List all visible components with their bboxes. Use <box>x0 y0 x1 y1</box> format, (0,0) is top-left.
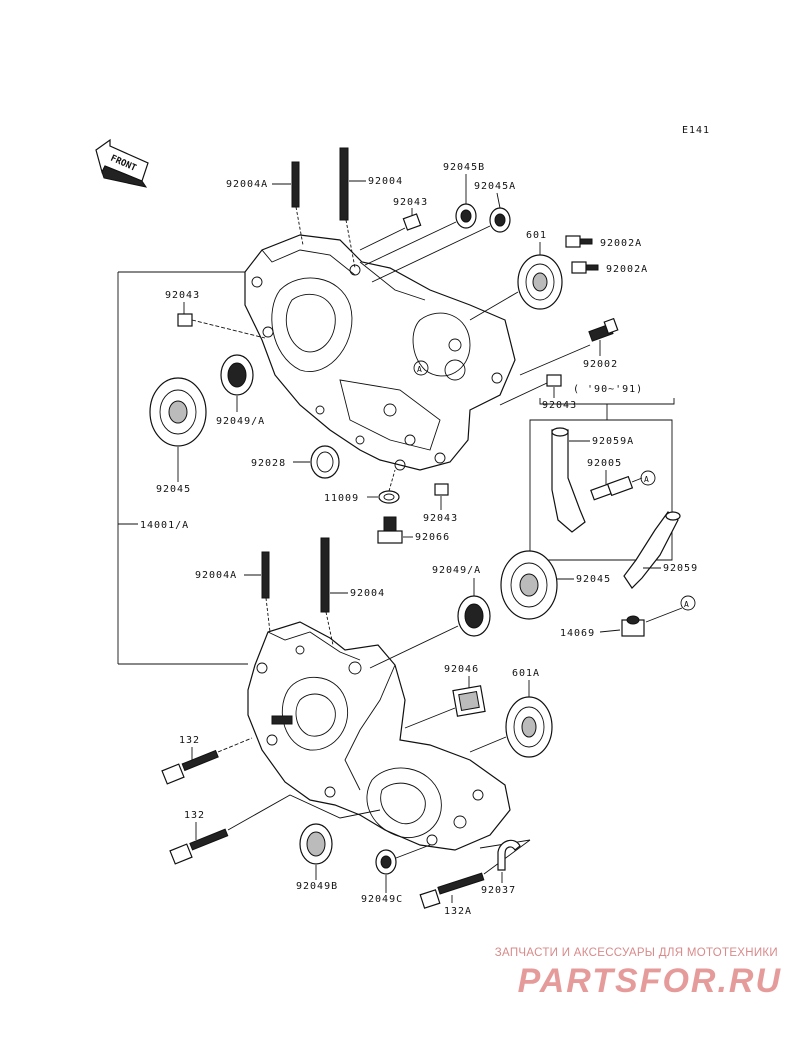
ref-a-case: A <box>417 365 422 374</box>
bolt-132A <box>419 872 485 909</box>
bolt-132-lower <box>169 828 229 865</box>
label-92037: 92037 <box>481 885 516 896</box>
bearing-601A <box>505 696 553 758</box>
fitting-92005 <box>590 475 634 501</box>
label-132A: 132A <box>444 906 472 917</box>
oil-seal-92049A-top <box>220 354 254 396</box>
dowel-pin-92043-left <box>177 313 193 327</box>
bearing-92045A <box>489 207 511 233</box>
label-92043-left: 92043 <box>165 290 200 301</box>
label-11009: 11009 <box>324 493 359 504</box>
label-92066: 92066 <box>415 532 450 543</box>
bearing-92045-left <box>149 377 207 447</box>
label-92043-b: 92043 <box>542 400 577 411</box>
label-601: 601 <box>526 230 547 241</box>
label-92045A: 92045A <box>474 181 516 192</box>
label-92049C: 92049C <box>361 894 403 905</box>
front-arrow-icon: FRONT <box>95 138 149 188</box>
label-92045-bot: 92045 <box>576 574 611 585</box>
dowel-pin-92043-top <box>402 213 422 231</box>
dowel-pin-92043-bottom <box>434 483 449 496</box>
label-132-b: 132 <box>184 810 205 821</box>
clamp-92037 <box>497 839 521 871</box>
label-92028: 92028 <box>251 458 286 469</box>
oil-seal-92049C <box>375 849 397 875</box>
bearing-601 <box>517 254 563 310</box>
label-132-a: 132 <box>179 735 200 746</box>
assembly-bracket-14001A <box>117 271 248 665</box>
hose-92059 <box>623 511 681 589</box>
bushing-92028 <box>310 445 340 479</box>
label-92043-a: 92043 <box>393 197 428 208</box>
label-92049B: 92049B <box>296 881 338 892</box>
label-92002: 92002 <box>583 359 618 370</box>
label-92002A-1: 92002A <box>600 238 642 249</box>
label-92046: 92046 <box>444 664 479 675</box>
watermark-caption: ЗАПЧАСТИ И АКСЕССУАРЫ ДЛЯ МОТОТЕХНИКИ <box>494 947 778 959</box>
label-601A: 601A <box>512 668 540 679</box>
label-92004-top: 92004 <box>368 176 403 187</box>
label-92004A-top: 92004A <box>226 179 268 190</box>
bolt-92002A-1 <box>565 235 593 248</box>
label-92049A-top: 92049/A <box>216 416 265 427</box>
needle-bearing-92046 <box>452 685 486 717</box>
fitting-14069 <box>621 615 645 637</box>
bolt-92002A-2 <box>571 261 599 274</box>
label-92004-bot: 92004 <box>350 588 385 599</box>
label-92002A-2: 92002A <box>606 264 648 275</box>
label-14001A: 14001/A <box>140 520 189 531</box>
label-92059A: 92059A <box>592 436 634 447</box>
drain-bolt-92066 <box>377 516 403 544</box>
stud-92004A-top <box>291 161 304 246</box>
label-92045-left: 92045 <box>156 484 191 495</box>
oil-seal-92049A-bottom <box>457 595 491 637</box>
ref-a-2: A <box>684 600 689 609</box>
diagram-code: E141 <box>682 125 710 136</box>
hose-kit-group: ( '90~'91) 92059A 92005 A <box>529 384 675 561</box>
watermark-logo: PARTSFOR.RU <box>517 962 782 1000</box>
gasket-11009 <box>378 490 400 504</box>
bolt-92002 <box>588 317 619 342</box>
upper-crankcase-half <box>244 234 516 471</box>
stud-92004-top <box>339 147 356 269</box>
label-92043-c: 92043 <box>423 513 458 524</box>
ref-a-1: A <box>644 475 649 484</box>
label-92045B: 92045B <box>443 162 485 173</box>
oil-seal-92049B <box>299 823 333 865</box>
label-92049A-bot: 92049/A <box>432 565 481 576</box>
label-92059: 92059 <box>663 563 698 574</box>
label-92005: 92005 <box>587 458 622 469</box>
year-note: ( '90~'91) <box>573 384 643 395</box>
bearing-92045B <box>455 203 477 229</box>
bearing-92045-bottom <box>500 550 558 620</box>
stud-92004A-bottom <box>261 551 271 633</box>
label-14069: 14069 <box>560 628 595 639</box>
stud-92004-bottom <box>320 537 334 646</box>
lower-crankcase-half <box>247 621 511 851</box>
label-92004A-bot: 92004A <box>195 570 237 581</box>
bolt-132-upper <box>161 749 219 785</box>
dowel-pin-92043-mid <box>546 374 562 387</box>
